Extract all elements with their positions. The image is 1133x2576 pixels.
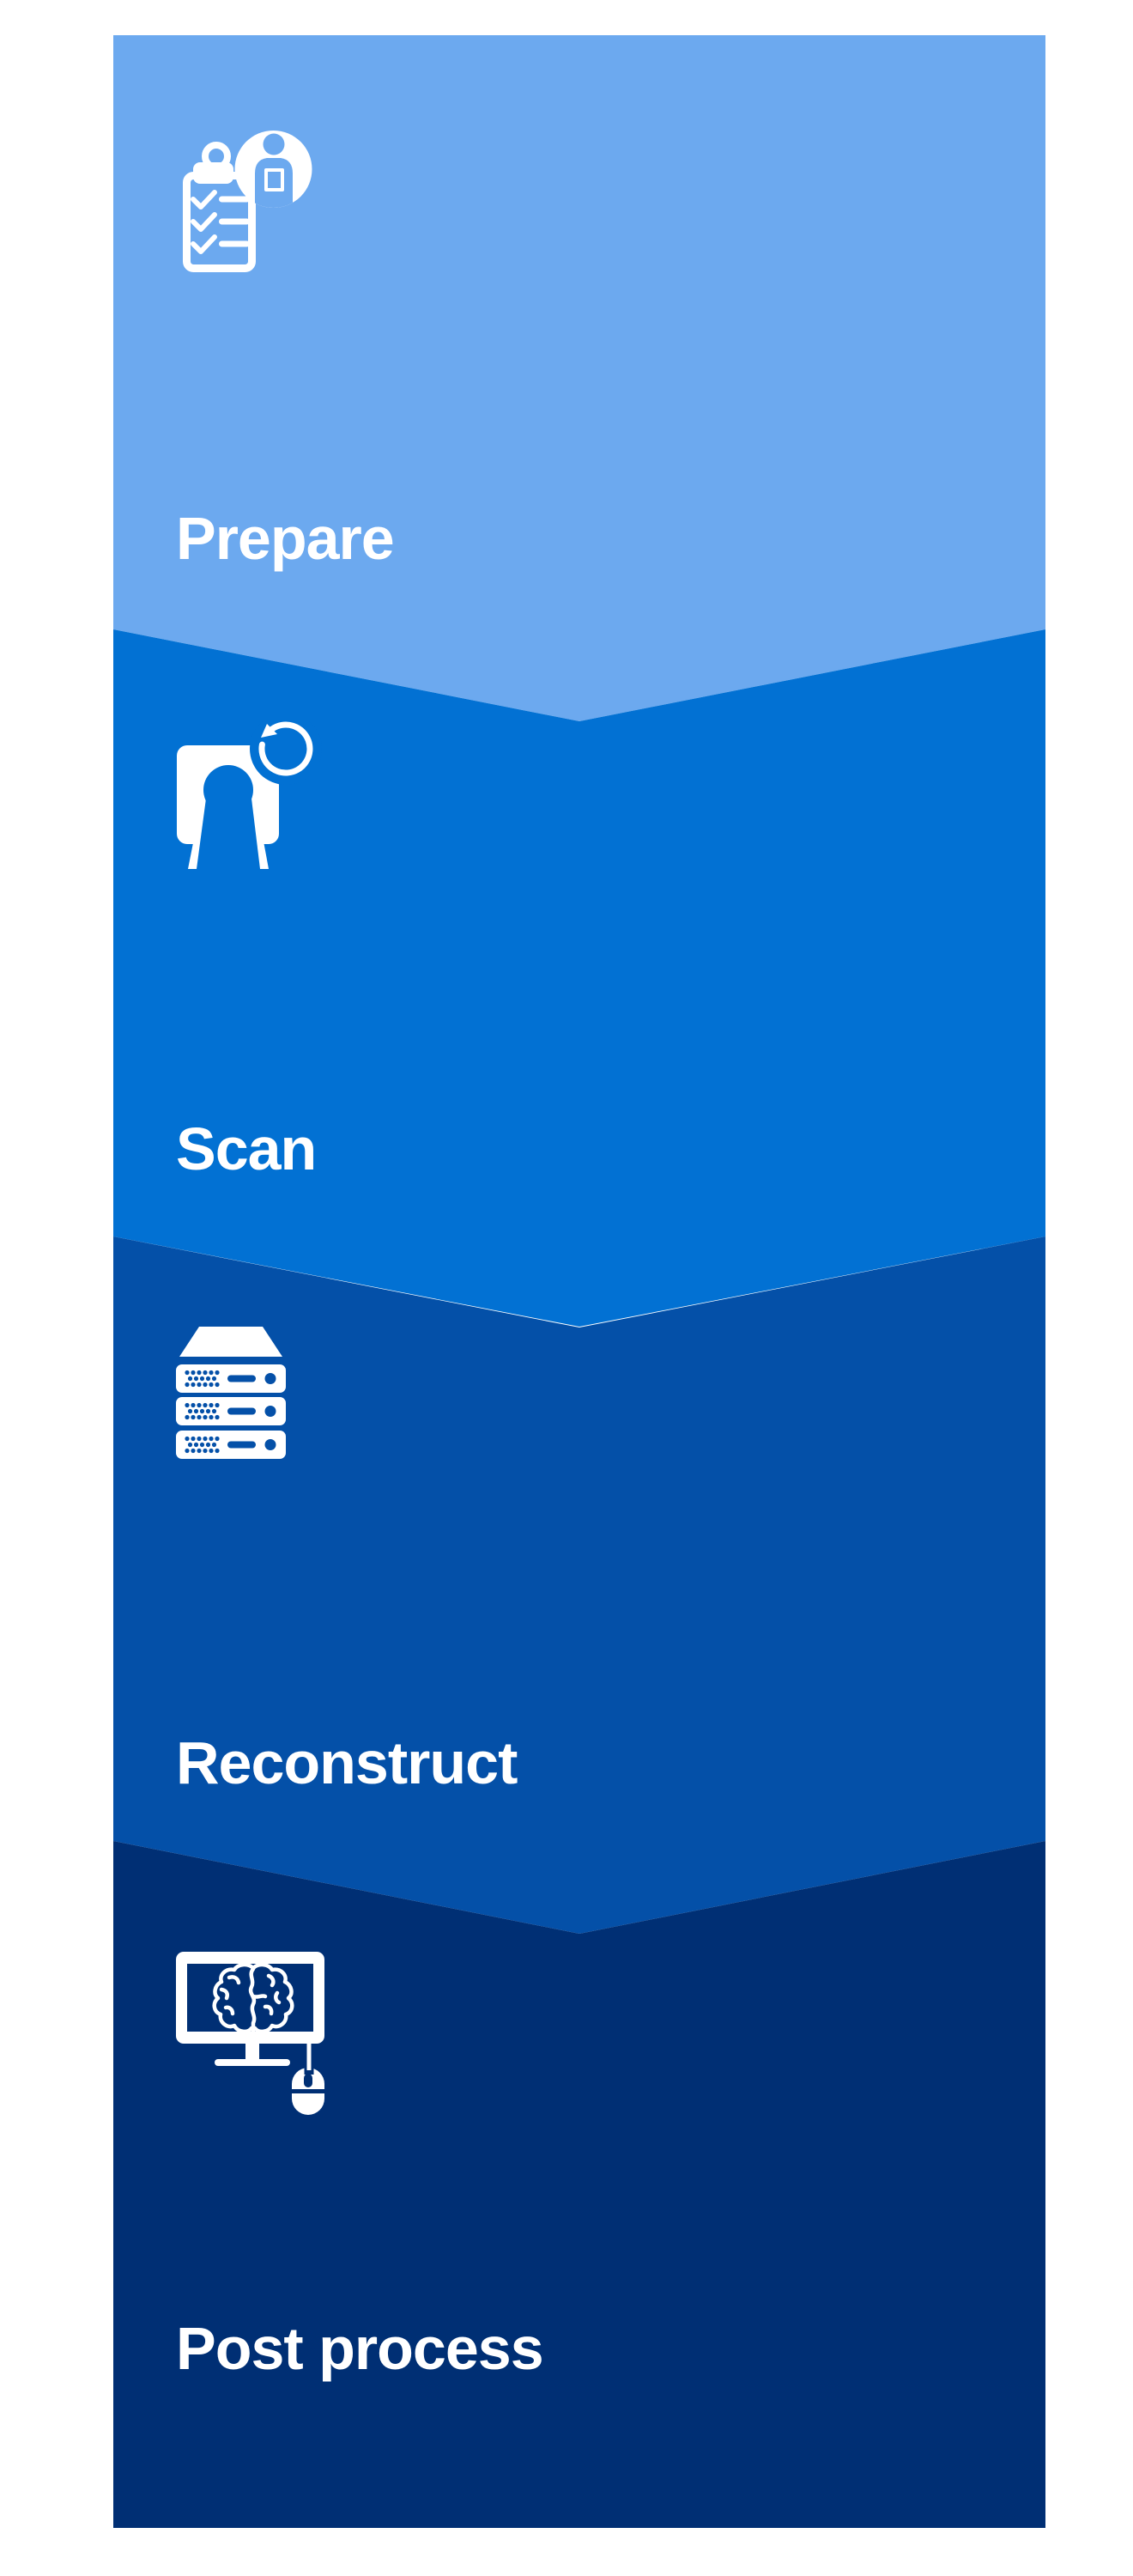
section-label-scan: Scan [176, 1115, 317, 1182]
clipboard-checklist-person-icon [183, 131, 312, 272]
section-label-prepare: Prepare [176, 505, 395, 572]
ct-scanner-rotation-icon [177, 721, 322, 869]
section-reconstruct: Reconstruct [113, 1236, 1045, 1934]
section-postprocess: Post process [113, 1841, 1045, 2528]
section-label-postprocess: Post process [176, 2315, 544, 2382]
section-label-reconstruct: Reconstruct [176, 1729, 518, 1796]
section-prepare: Prepare [113, 35, 1045, 721]
section-scan: Scan [113, 629, 1045, 1327]
workflow-panel: Prepare Scan [113, 35, 1045, 2528]
monitor-brain-mouse-icon [176, 1952, 324, 2115]
server-stack-icon [176, 1327, 286, 1459]
